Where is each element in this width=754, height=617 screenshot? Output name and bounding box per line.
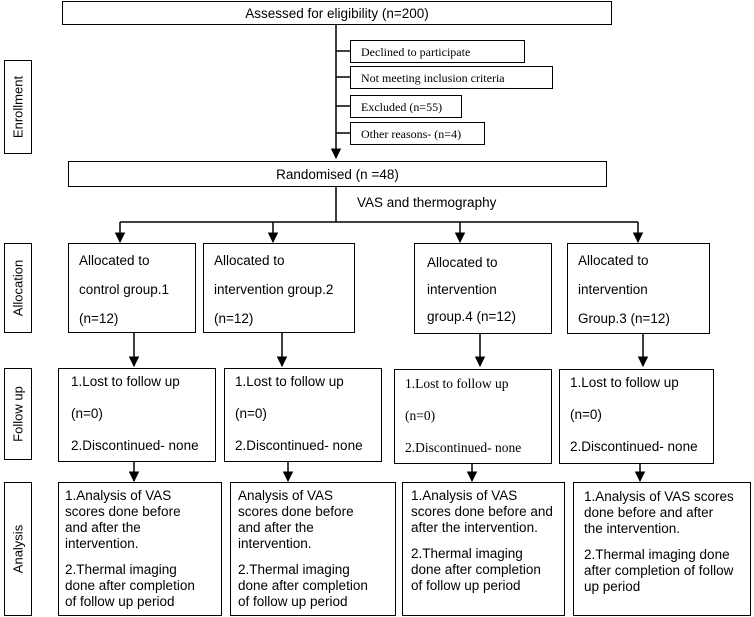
follow-up-box-group-4: 1.Lost to follow up (n=0) 2.Discontinued…	[394, 369, 552, 464]
assessed-box: Assessed for eligibility (n=200)	[62, 1, 612, 25]
follow-up-box-group-2: 1.Lost to follow up (n=0) 2.Discontinued…	[224, 368, 382, 462]
follow-up-box-group-3: 1.Lost to follow up (n=0) 2.Discontinued…	[559, 369, 714, 464]
allocation-box-group-1: Allocated to control group.1 (n=12)	[68, 243, 196, 333]
analysis-box-group-1: 1.Analysis of VAS scores done before and…	[58, 482, 222, 616]
follow-up-box-group-1: 1.Lost to follow up (n=0) 2.Discontinued…	[58, 368, 216, 462]
not-meeting-box: Not meeting inclusion criteria	[350, 66, 553, 89]
allocation-box-group-2: Allocated to intervention group.2 (n=12)	[203, 243, 355, 333]
analysis-box-group-4: 1.Analysis of VAS scores done before and…	[402, 482, 565, 616]
analysis-box-group-3: 1.Analysis of VAS scores done before and…	[573, 482, 751, 616]
analysis-box-group-2: Analysis of VAS scores done before and a…	[230, 482, 396, 616]
stage-label-analysis: Analysis	[4, 482, 32, 616]
vas-thermography-label: VAS and thermography	[357, 195, 497, 210]
allocation-box-group-3: Allocated to intervention Group.3 (n=12)	[567, 243, 710, 334]
stage-label-allocation: Allocation	[4, 243, 32, 333]
stage-label-follow-up: Follow up	[4, 368, 32, 460]
excluded-box: Excluded (n=55)	[350, 95, 462, 118]
declined-box: Declined to participate	[350, 40, 525, 63]
allocation-box-group-4: Allocated to intervention group.4 (n=12)	[414, 243, 552, 334]
randomised-box: Randomised (n =48)	[68, 161, 607, 187]
stage-label-enrollment: Enrollment	[4, 60, 32, 154]
other-reasons-box: Other reasons- (n=4)	[350, 122, 485, 145]
